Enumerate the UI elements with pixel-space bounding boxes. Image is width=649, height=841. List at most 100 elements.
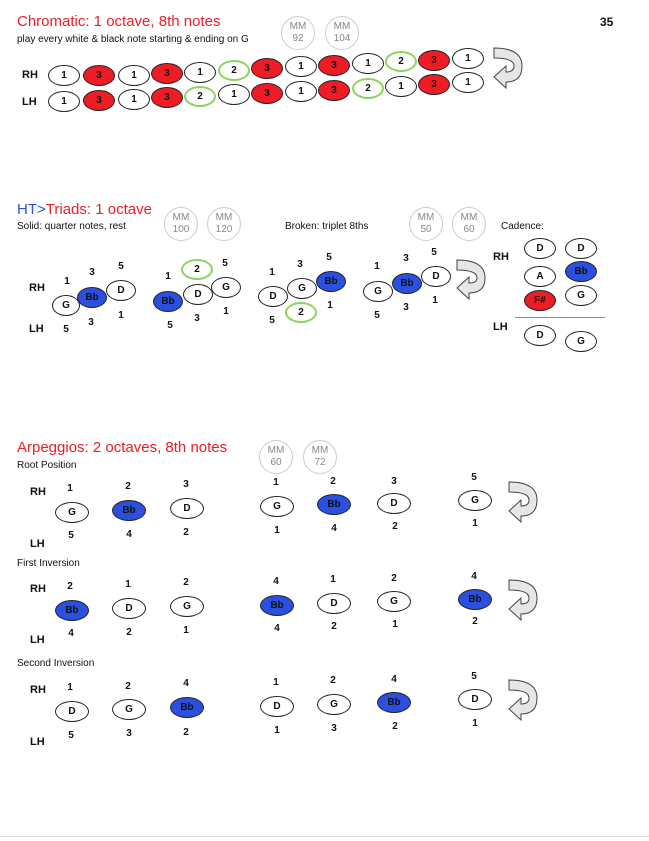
cadence-note-g: G: [565, 285, 597, 306]
finger-number: 1: [327, 300, 333, 311]
root-lh-label: LH: [30, 538, 45, 550]
finger-number: 5: [63, 324, 69, 335]
arpeggio-note: G: [112, 699, 146, 720]
arpeggio-note: Bb: [377, 692, 411, 713]
arpeggio-note: G: [260, 496, 294, 517]
finger-number: 2: [183, 577, 189, 588]
second-lh-label: LH: [30, 736, 45, 748]
triads-mm-50: MM 50: [409, 207, 443, 241]
finger-number: 2: [392, 721, 398, 732]
mm-label: MM: [215, 212, 233, 223]
finger-number: 5: [222, 258, 228, 269]
finger-number: 2: [67, 581, 73, 592]
finger-number: 4: [126, 529, 132, 540]
arpeggio-note: D: [458, 689, 492, 710]
finger-number: 3: [403, 253, 409, 264]
triad-note-bb: Bb: [392, 273, 422, 294]
finger-number: 4: [68, 628, 74, 639]
first-rh-label: RH: [30, 583, 46, 595]
finger-number: 5: [68, 530, 74, 541]
finger-number: 3: [331, 723, 337, 734]
mm-value: 60: [270, 457, 282, 468]
chromatic-rh-label: RH: [22, 69, 38, 81]
finger-number: 2: [183, 727, 189, 738]
chromatic-rh-note: 2: [218, 60, 250, 81]
cadence-label: Cadence:: [501, 221, 544, 232]
finger-number: 4: [273, 576, 279, 587]
chromatic-lh-note: 3: [151, 87, 183, 108]
finger-number: 4: [331, 523, 337, 534]
finger-number: 2: [391, 573, 397, 584]
chromatic-rh-note: 1: [285, 56, 317, 77]
finger-number: 1: [472, 518, 478, 529]
finger-number: 1: [374, 261, 380, 272]
cadence-note-fsharp: F#: [524, 290, 556, 311]
finger-number: 4: [183, 678, 189, 689]
arpeggio-note: G: [458, 490, 492, 511]
mm-value: 92: [292, 33, 304, 44]
mm-value: 60: [463, 224, 475, 235]
chromatic-subtitle: play every white & black note starting &…: [17, 34, 249, 45]
arpeggio-note: Bb: [458, 589, 492, 610]
chromatic-lh-note: 3: [318, 80, 350, 101]
triads-broken-label: Broken: triplet 8ths: [285, 221, 369, 232]
chromatic-lh-note: 3: [251, 83, 283, 104]
cadence-note-d: D: [524, 238, 556, 259]
chromatic-rh-note: 3: [151, 63, 183, 84]
triad-note-highlight: 2: [285, 302, 317, 323]
triads-title-rest: Triads: 1 octave: [45, 201, 152, 218]
finger-number: 3: [297, 259, 303, 270]
root-position-label: Root Position: [17, 460, 77, 471]
finger-number: 3: [126, 728, 132, 739]
first-inversion-label: First Inversion: [17, 558, 80, 569]
triad-note-d: D: [421, 266, 451, 287]
finger-number: 5: [167, 320, 173, 331]
finger-number: 2: [183, 527, 189, 538]
chromatic-rh-note: 1: [184, 62, 216, 83]
triad-note-highlight: 2: [181, 259, 213, 280]
chromatic-title: Chromatic: 1 octave, 8th notes: [17, 13, 221, 30]
arpeggio-note: G: [55, 502, 89, 523]
triad-note-bb: Bb: [153, 291, 183, 312]
chromatic-mm-92: MM 92: [281, 16, 315, 50]
finger-number: 2: [392, 521, 398, 532]
chromatic-rh-note: 1: [352, 53, 384, 74]
arpeggio-note: G: [377, 591, 411, 612]
chromatic-lh-note: 1: [385, 76, 417, 97]
finger-number: 3: [88, 317, 94, 328]
cadence-note-bb: Bb: [565, 261, 597, 282]
first-lh-label: LH: [30, 634, 45, 646]
finger-number: 1: [183, 625, 189, 636]
finger-number: 5: [68, 730, 74, 741]
cadence-note-d: D: [524, 325, 556, 346]
arpeggio-note: Bb: [317, 494, 351, 515]
triad-note-g: G: [52, 295, 80, 316]
finger-number: 2: [125, 481, 131, 492]
finger-number: 1: [274, 725, 280, 736]
finger-number: 3: [194, 313, 200, 324]
triads-title: HT>Triads: 1 octave: [17, 201, 152, 218]
finger-number: 2: [330, 675, 336, 686]
cadence-note-d: D: [565, 238, 597, 259]
chromatic-rh-note: 3: [418, 50, 450, 71]
triads-mm-60: MM 60: [452, 207, 486, 241]
finger-number: 5: [471, 671, 477, 682]
root-rh-label: RH: [30, 486, 46, 498]
mm-label: MM: [311, 445, 329, 456]
cadence-rh-label: RH: [493, 251, 509, 263]
finger-number: 1: [273, 477, 279, 488]
mm-value: 104: [333, 33, 351, 44]
chromatic-rh-note: 1: [452, 48, 484, 69]
finger-number: 5: [269, 315, 275, 326]
triad-note-g: G: [363, 281, 393, 302]
arpeggio-note: D: [317, 593, 351, 614]
chromatic-rh-note: 1: [118, 65, 150, 86]
cadence-note-a: A: [524, 266, 556, 287]
finger-number: 2: [331, 621, 337, 632]
triads-solid-label: Solid: quarter notes, rest: [17, 221, 126, 232]
mm-label: MM: [172, 212, 190, 223]
page-bottom-rule: [0, 836, 649, 837]
triad-note-d: D: [183, 284, 213, 305]
repeat-arrow-icon: [456, 259, 486, 301]
finger-number: 1: [67, 682, 73, 693]
